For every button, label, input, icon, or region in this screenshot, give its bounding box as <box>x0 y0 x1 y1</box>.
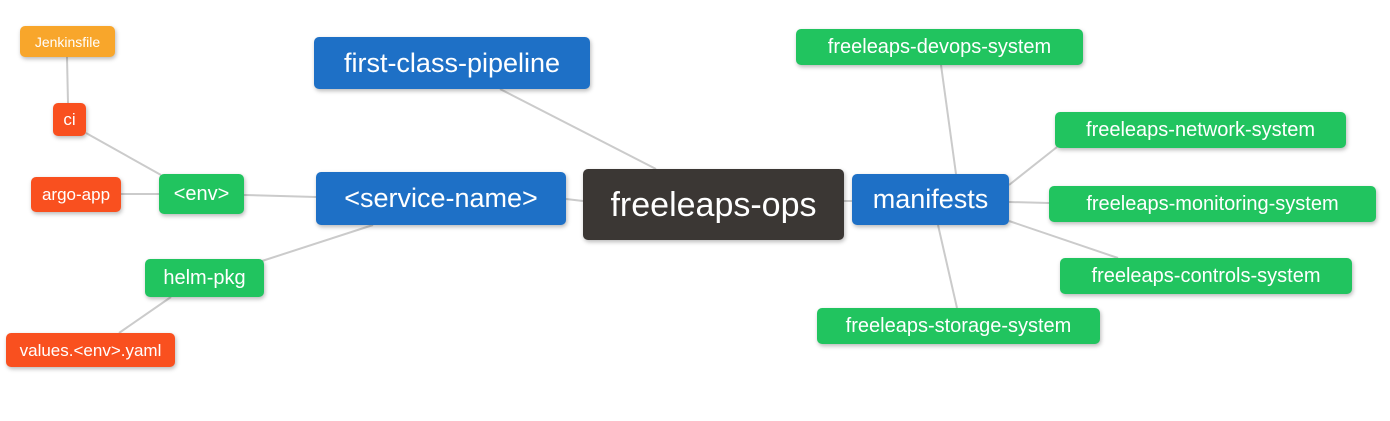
mindmap-node-service-name[interactable]: <service-name> <box>316 172 566 225</box>
edge-jenkinsfile-ci <box>66 56 69 104</box>
edge-service-name-freeleaps-ops <box>565 198 584 202</box>
mindmap-node-first-class-pipeline[interactable]: first-class-pipeline <box>314 37 590 89</box>
mindmap-node-env[interactable]: <env> <box>159 174 244 214</box>
mindmap-node-values-env-yaml[interactable]: values.<env>.yaml <box>6 333 175 367</box>
mindmap-node-helm-pkg[interactable]: helm-pkg <box>145 259 264 297</box>
mindmap-node-argo-app[interactable]: argo-app <box>31 177 121 212</box>
mindmap-node-manifests[interactable]: manifests <box>852 174 1009 225</box>
edge-service-name-helm-pkg <box>261 224 374 262</box>
mindmap-node-jenkinsfile[interactable]: Jenkinsfile <box>20 26 115 57</box>
edge-ci-env <box>85 132 162 176</box>
edge-first-class-pipeline-freeleaps-ops <box>499 88 657 170</box>
edge-manifests-storage-system <box>937 224 958 309</box>
edge-manifests-network-system <box>1008 146 1058 186</box>
mindmap-node-network-system[interactable]: freeleaps-network-system <box>1055 112 1346 148</box>
mindmap-node-storage-system[interactable]: freeleaps-storage-system <box>817 308 1100 344</box>
mindmap-node-monitoring-system[interactable]: freeleaps-monitoring-system <box>1049 186 1376 222</box>
mindmap-node-freeleaps-ops[interactable]: freeleaps-ops <box>583 169 844 240</box>
edge-helm-pkg-values-env-yaml <box>118 296 172 334</box>
mindmap-node-devops-system[interactable]: freeleaps-devops-system <box>796 29 1083 65</box>
edge-env-service-name <box>243 194 317 198</box>
edge-devops-system-manifests <box>940 64 957 175</box>
mindmap-node-ci[interactable]: ci <box>53 103 86 136</box>
mindmap-node-controls-system[interactable]: freeleaps-controls-system <box>1060 258 1352 294</box>
edge-manifests-monitoring-system <box>1008 201 1050 204</box>
edge-manifests-controls-system <box>1008 220 1119 259</box>
